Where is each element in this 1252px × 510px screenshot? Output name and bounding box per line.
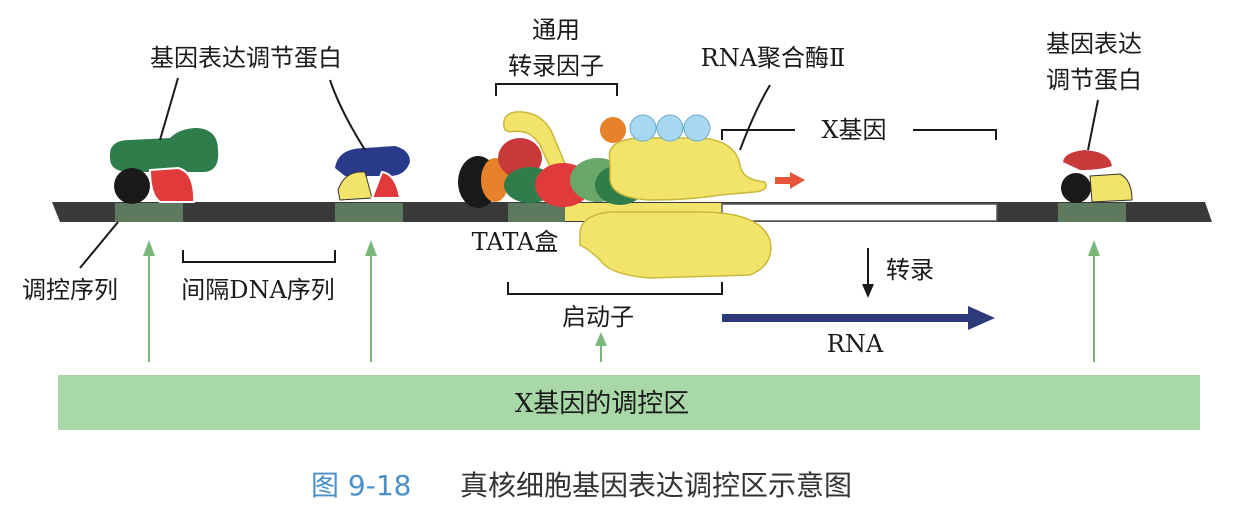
regulatory-site-2 — [335, 203, 403, 222]
general-transcription-factors — [458, 111, 645, 208]
label-regulatory-region: X基因的调控区 — [515, 389, 690, 419]
bracket-spacer — [182, 250, 336, 263]
bracket-promoter — [507, 282, 723, 295]
label-general-tf-2: 转录因子 — [508, 52, 604, 80]
regulatory-protein-left — [109, 128, 219, 204]
green-up-arrows — [143, 240, 1100, 362]
leader-line-right-protein — [1087, 99, 1099, 151]
label-promoter: 启动子 — [562, 303, 634, 331]
tata-box-site — [508, 203, 565, 222]
label-spacer-seq: 间隔DNA序列 — [181, 276, 335, 304]
caption-number: 图 9-18 — [311, 469, 411, 502]
label-reg-protein-right-1: 基因表达 — [1046, 30, 1142, 58]
label-rna-pol: RNA聚合酶Ⅱ — [701, 44, 846, 72]
label-reg-protein-left: 基因表达调节蛋白 — [150, 44, 342, 72]
leader-line-left-protein — [159, 77, 179, 141]
bracket-general-tf — [495, 83, 618, 96]
direction-arrow-icon — [775, 172, 805, 189]
regulatory-protein-right — [1061, 150, 1133, 203]
caption-title: 真核细胞基因表达调控区示意图 — [460, 469, 852, 502]
regulatory-protein-middle — [335, 146, 410, 201]
label-general-tf-1: 通用 — [532, 16, 580, 44]
label-transcription: 转录 — [886, 256, 934, 284]
leader-line-regulatory-seq — [79, 221, 119, 269]
bracket-x-gene-left — [721, 129, 795, 140]
label-x-gene: X基因 — [821, 116, 886, 144]
label-regulatory-seq: 调控序列 — [22, 276, 118, 304]
transcription-arrow-icon — [862, 248, 874, 298]
regulatory-site-3 — [1058, 203, 1126, 222]
bracket-x-gene-right — [913, 129, 997, 140]
regulatory-site-1 — [115, 203, 183, 222]
label-tata-box: TATA盒 — [472, 228, 559, 256]
label-rna: RNA — [827, 330, 884, 358]
rna-arrow-icon — [722, 306, 995, 330]
label-reg-protein-right-2: 调节蛋白 — [1046, 66, 1142, 94]
leader-line-rna-pol — [739, 84, 771, 151]
gene-body — [721, 203, 998, 222]
rna-polymerase-ii — [579, 114, 772, 279]
leader-line-middle-protein — [329, 79, 366, 151]
regulatory-region-bar — [58, 375, 1200, 430]
